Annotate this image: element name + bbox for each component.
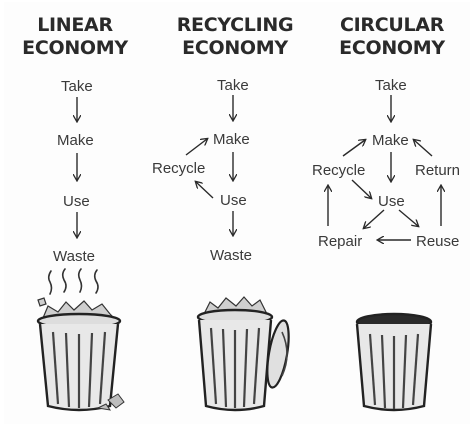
circular-repair-label: Repair (318, 233, 363, 250)
heading-line-2: ECONOMY (22, 37, 128, 59)
linear-use-label: Use (63, 193, 90, 210)
circular-recycle-label: Recycle (312, 162, 366, 179)
arrow-circular-return-make (414, 140, 433, 157)
heading-line-1: CIRCULAR (339, 14, 445, 36)
overflowing-trash-can-icon (36, 268, 125, 412)
arrow-circular-use-repair (364, 209, 385, 228)
arrow-recycling-recycle-make (185, 139, 207, 156)
heading-line-1: RECYCLING (176, 14, 294, 36)
circular-economy-heading: CIRCULAR ECONOMY (336, 14, 448, 60)
linear-waste-label: Waste (53, 248, 95, 265)
circular-take-label: Take (375, 77, 407, 94)
heading-line-2: ECONOMY (339, 37, 445, 59)
linear-take-label: Take (61, 78, 93, 95)
empty-trash-can-icon (355, 312, 433, 412)
heading-line-1: LINEAR (37, 14, 113, 36)
recycling-make-label: Make (213, 131, 250, 148)
arrow-circular-use-reuse (398, 209, 418, 226)
arrow-recycling-use-recycle (196, 182, 214, 199)
recycling-recycle-label: Recycle (152, 160, 206, 177)
recycling-economy-heading: RECYCLING ECONOMY (172, 14, 298, 60)
recycling-waste-label: Waste (210, 247, 252, 264)
linear-make-label: Make (57, 132, 94, 149)
heading-line-2: ECONOMY (182, 37, 288, 59)
circular-make-label: Make (372, 132, 409, 149)
arrow-circular-recycle-make (342, 140, 365, 157)
circular-return-label: Return (415, 162, 461, 179)
recycling-take-label: Take (217, 77, 249, 94)
recycling-use-label: Use (220, 192, 247, 209)
circular-use-label: Use (378, 193, 405, 210)
circular-reuse-label: Reuse (416, 233, 460, 250)
linear-economy-heading: LINEAR ECONOMY (20, 14, 130, 60)
arrow-circular-recycle-use (351, 179, 371, 198)
full-trash-can-open-lid-icon (196, 296, 290, 412)
